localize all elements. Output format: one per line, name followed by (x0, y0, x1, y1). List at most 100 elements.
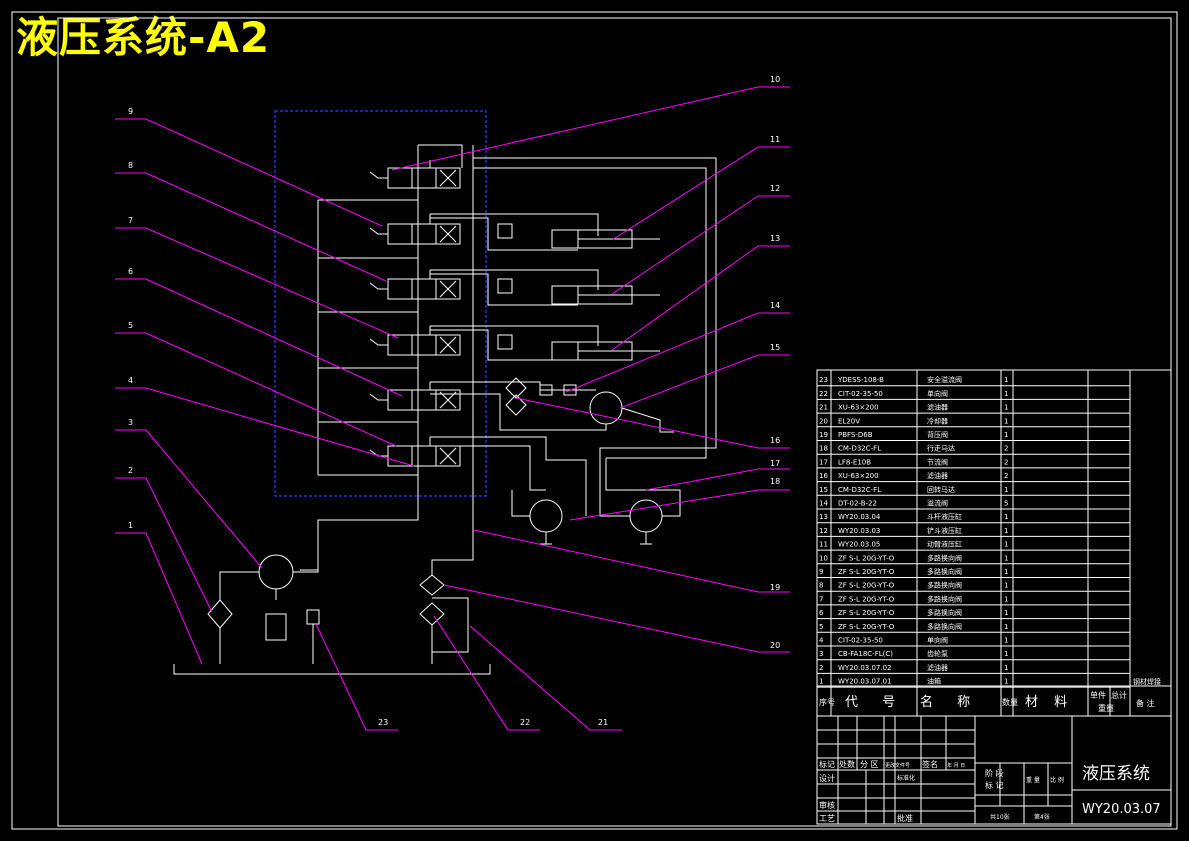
bom-code: ZF S-L 20G-YT-O (838, 595, 895, 603)
tb-review: 审核 (819, 800, 835, 810)
bom-name: 单向阀 (927, 636, 948, 645)
bom-no: 21 (819, 404, 828, 412)
bom-name: 铲斗液压缸 (927, 526, 962, 535)
bom-qty: 1 (1004, 404, 1008, 412)
bom-header-name: 名 称 (920, 694, 980, 710)
swing-motor (430, 377, 674, 433)
callout-labels: 1 2 3 4 5 6 7 8 9 10 11 12 13 14 15 16 1… (128, 75, 780, 727)
bom-no: 19 (819, 431, 828, 439)
bom-qty: 1 (1004, 609, 1008, 617)
callout-19: 19 (770, 583, 780, 592)
bom-no: 9 (819, 568, 823, 576)
tb-stage: 阶 段 (985, 768, 1004, 778)
bom-qty: 2 (1004, 445, 1008, 453)
bom-code: XU-63×200 (838, 404, 879, 412)
bom-header-qty: 数量 (1002, 697, 1018, 707)
callout-18: 18 (770, 477, 780, 486)
tb-sheets-total: 共10张 (990, 813, 1010, 821)
callout-3: 3 (128, 418, 133, 427)
tb-drawing-name: 液压系统 (1082, 764, 1150, 784)
bom-header: 序号 代 号 名 称 数量 材 料 单件 总计 重量 备 注 钢材焊接 (819, 677, 1161, 713)
bom-table (816, 369, 1172, 717)
bom-code: CM-D32C-FL (838, 445, 881, 453)
bom-no: 10 (819, 554, 828, 562)
bom-qty: 1 (1004, 390, 1008, 398)
cylinders (430, 213, 660, 361)
pump-group (173, 520, 491, 675)
bom-qty: 1 (1004, 554, 1008, 562)
bom-name: 滤油器 (927, 403, 948, 412)
bom-no: 1 (819, 678, 823, 686)
bom-code: ZF S-L 20G-YT-O (838, 582, 895, 590)
bom-qty: 2 (1004, 472, 1008, 480)
bom-qty: 1 (1004, 650, 1008, 658)
bom-qty: 5 (1004, 500, 1008, 508)
return-filters (419, 574, 469, 664)
bom-header-material: 材 料 (1025, 695, 1073, 710)
bom-no: 12 (819, 527, 828, 535)
bom-qty: 1 (1004, 595, 1008, 603)
bom-qty: 1 (1004, 678, 1008, 686)
bom-code: XU-63×200 (838, 472, 879, 480)
bom-name: 溢流阀 (927, 499, 948, 508)
tb-standard: 标准化 (897, 774, 915, 782)
bom-no: 22 (819, 390, 828, 398)
bom-name: 节流阀 (927, 457, 948, 466)
bom-code: CB-FA18C-FL(C) (838, 650, 893, 658)
callout-10: 10 (770, 75, 780, 84)
bom-qty: 1 (1004, 527, 1008, 535)
bom-qty: 1 (1004, 431, 1008, 439)
bom-name: 动臂液压缸 (927, 540, 962, 549)
callout-11: 11 (770, 135, 780, 144)
bom-code: CIT-02-35-50 (838, 390, 883, 398)
tb-sign: 签名 (922, 759, 938, 769)
bom-name: 滤油器 (927, 471, 948, 480)
leader-lines (115, 86, 790, 731)
bom-code: WY20.03.03 (838, 527, 880, 535)
callout-22: 22 (520, 718, 530, 727)
bom-code: WY20.03.07.01 (838, 678, 892, 686)
bom-header-no: 序号 (819, 697, 835, 707)
bom-code: PBFS-D6B (838, 431, 873, 439)
bom-no: 4 (819, 637, 824, 645)
callout-9: 9 (128, 107, 133, 116)
bom-name: 多路换向阀 (927, 581, 962, 590)
bom-qty: 1 (1004, 637, 1008, 645)
tb-count: 处数 (839, 759, 855, 769)
bom-extra: 钢材焊接 (1133, 677, 1161, 686)
tb-weight: 重 量 (1026, 776, 1040, 784)
bom-code: CM-D32C-FL (838, 486, 881, 494)
bom-no: 2 (819, 664, 823, 672)
schematic-lines (173, 144, 717, 675)
bom-no: 20 (819, 417, 828, 425)
bom-code: EL20V (838, 417, 860, 425)
callout-4: 4 (128, 376, 133, 385)
tb-scale: 比 例 (1050, 776, 1064, 784)
callout-17: 17 (770, 459, 780, 468)
bom-code: YDESS-108-B (837, 376, 884, 384)
bom-no: 23 (819, 376, 828, 384)
bom-no: 8 (819, 582, 823, 590)
bom-no: 6 (819, 609, 824, 617)
bom-name: 多路换向阀 (927, 567, 962, 576)
bom-qty: 1 (1004, 417, 1008, 425)
bom-header-remark: 备 注 (1136, 698, 1155, 708)
bom-no: 17 (819, 458, 828, 466)
title-block (816, 715, 1172, 825)
bom-name: 多路换向阀 (927, 553, 962, 562)
bom-code: WY20.03.04 (838, 513, 881, 521)
bom-name: 多路换向阀 (927, 608, 962, 617)
tb-approve: 批准 (897, 813, 913, 823)
title-block-text: 标记 处数 分 区 更改文件号 签名 年 月 日 设计 标准化 审核 工艺 批准… (819, 759, 1161, 823)
tb-stage-mark: 标 记 (985, 780, 1004, 790)
tb-date: 年 月 日 (947, 762, 965, 769)
callout-12: 12 (770, 184, 780, 193)
bom-name: 单向阀 (927, 389, 948, 398)
bom-qty: 1 (1004, 568, 1008, 576)
bom-code: DT-02-B-22 (838, 500, 877, 508)
callout-8: 8 (128, 161, 133, 170)
callout-7: 7 (128, 216, 133, 225)
bom-name: 多路换向阀 (927, 622, 962, 631)
